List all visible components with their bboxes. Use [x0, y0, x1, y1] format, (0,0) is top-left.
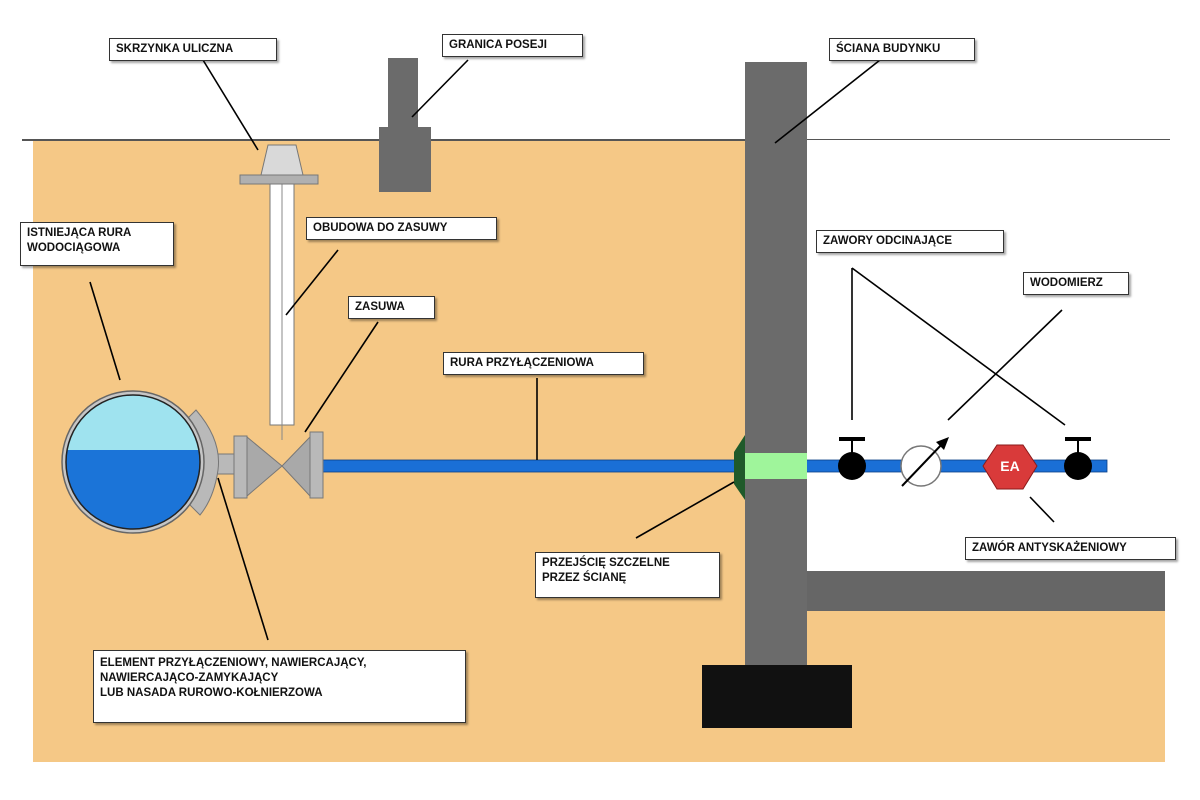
- ea-valve: [982, 444, 1038, 490]
- label-shutoff-valves: ZAWORY ODCINAJĄCE: [816, 230, 1004, 253]
- leader-wall-seal: [635, 481, 735, 539]
- label-existing-main: ISTNIEJĄCA RURA WODOCIĄGOWA: [20, 222, 174, 266]
- label-wall-seal: PRZEJŚCIĘ SZCZELNE PRZEZ ŚCIANĘ: [535, 552, 720, 598]
- wall-footing: [702, 665, 852, 728]
- leader-street-box: [202, 59, 259, 151]
- street-box-flange: [239, 174, 319, 185]
- leader-building-wall: [774, 59, 881, 144]
- label-service-pipe: RURA PRZYŁĄCZENIOWA: [443, 352, 644, 375]
- gate-valve-body: [246, 435, 283, 498]
- water-meter-arrow: [901, 441, 945, 487]
- gate-valve-flange-left: [233, 435, 248, 499]
- leader-gate-valve: [304, 321, 379, 433]
- leader-backflow-valve: [1029, 496, 1055, 523]
- label-backflow-valve: ZAWÓR ANTYSKAŻENIOWY: [965, 537, 1176, 560]
- boundary-post-base: [379, 127, 431, 192]
- label-gate-valve: ZASUWA: [348, 296, 435, 319]
- leader-water-meter: [947, 309, 1063, 421]
- leader-valve-housing: [285, 249, 339, 316]
- basement-space: [807, 140, 1170, 571]
- boundary-post: [388, 58, 418, 128]
- label-property-boundary: GRANICA POSEJI: [442, 34, 583, 57]
- shutoff-valve-2: [1064, 452, 1092, 480]
- shutoff-valve-1-handle: [839, 437, 865, 441]
- water-meter-arrowhead: [936, 437, 949, 450]
- label-street-box: SKRZYNKA ULICZNA: [109, 38, 277, 61]
- label-water-meter: WODOMIERZ: [1023, 272, 1129, 295]
- building-wall: [745, 62, 807, 670]
- street-box-cap: [260, 144, 304, 176]
- gate-valve-flange-right: [309, 431, 324, 499]
- shutoff-valve-2-handle: [1065, 437, 1091, 441]
- wall-seal-sleeve: [745, 453, 807, 479]
- leader-property-boundary: [411, 59, 469, 118]
- shutoff-valve-1: [838, 452, 866, 480]
- wall-seal-flange: [734, 435, 745, 500]
- label-building-wall: ŚCIANA BUDYNKU: [829, 38, 975, 61]
- label-valve-housing: OBUDOWA DO ZASUWY: [306, 217, 497, 240]
- leader-shutoff-valve-2: [851, 267, 1066, 426]
- basement-floor-slab: [807, 571, 1165, 611]
- leader-existing-main: [89, 281, 121, 381]
- label-connection-element: ELEMENT PRZYŁĄCZENIOWY, NAWIERCAJĄCY, NA…: [93, 650, 466, 723]
- main-pipe-inner-edge: [65, 394, 201, 530]
- gate-valve-body-right: [281, 435, 311, 498]
- ea-valve-label: EA: [1000, 458, 1019, 474]
- leader-connection-element: [217, 477, 269, 641]
